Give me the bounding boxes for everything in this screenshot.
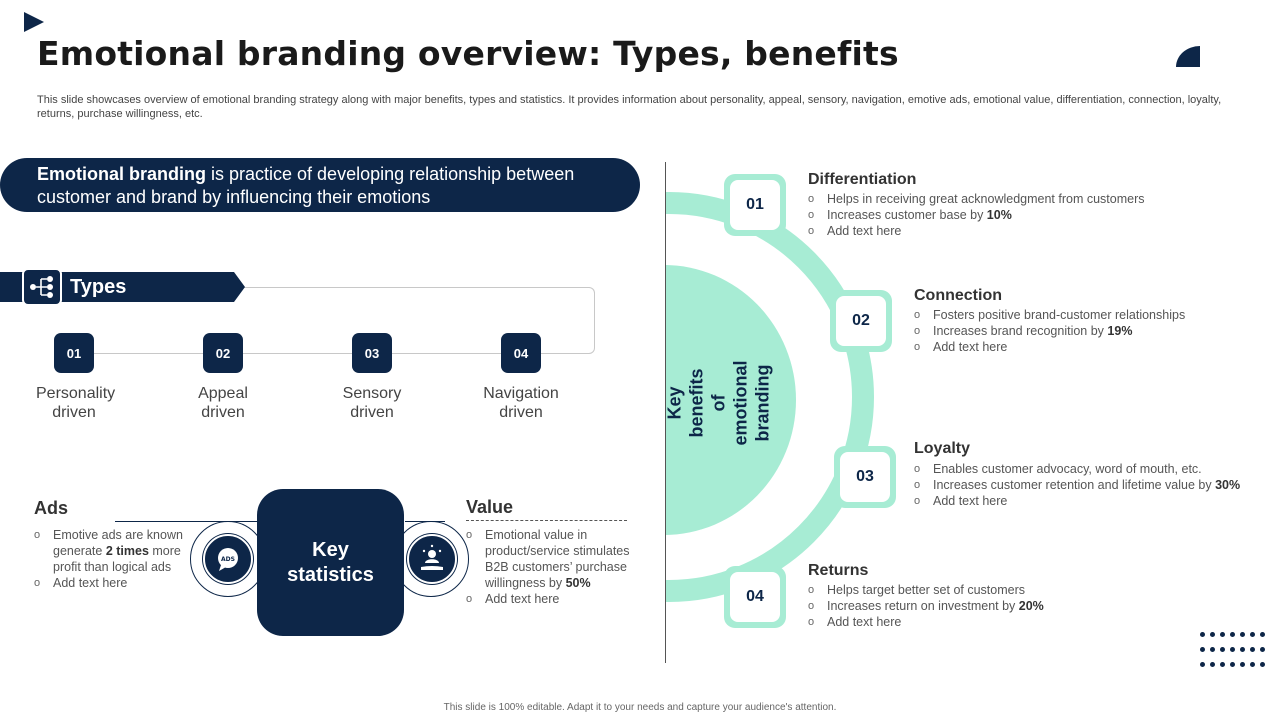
type-number-badge: 04	[501, 333, 541, 373]
ads-icon-text: ADS	[221, 556, 235, 563]
type-number-badge: 01	[54, 333, 94, 373]
benefits-vertical-title: Key benefits of emotional branding	[664, 359, 773, 446]
types-heading: Types	[70, 276, 127, 298]
benefit-bullet: Enables customer advocacy, word of mouth…	[914, 461, 1264, 477]
benefit-bullet-list: Helps target better set of customers Inc…	[808, 582, 1188, 630]
types-frame	[230, 287, 595, 354]
benefit-bullet: Add text here	[914, 493, 1264, 509]
key-statistics-label: Key statistics	[287, 538, 374, 586]
benefit-number: 03	[840, 452, 890, 502]
value-bullet-list: Emotional value in product/service stimu…	[466, 527, 644, 607]
benefit-bullet-list: Fosters positive brand-customer relation…	[914, 307, 1254, 355]
footer-note: This slide is 100% editable. Adapt it to…	[443, 702, 837, 713]
section-divider	[665, 162, 666, 663]
definition-banner: Emotional branding is practice of develo…	[0, 158, 640, 212]
benefit-badge: 01	[724, 174, 786, 236]
type-label: Navigation driven	[483, 385, 559, 421]
benefit-title: Returns	[808, 562, 869, 579]
type-number-badge: 02	[203, 333, 243, 373]
ads-speech-icon: ADS	[203, 534, 253, 584]
ads-title: Ads	[34, 498, 69, 518]
value-bullet: Add text here	[466, 591, 644, 607]
benefit-bullet: Helps target better set of customers	[808, 582, 1188, 598]
type-label: Sensory driven	[342, 385, 402, 421]
value-title: Value	[466, 497, 514, 517]
benefit-bullet: Add text here	[808, 223, 1228, 239]
benefit-bullet: Increases customer base by 10%	[808, 207, 1228, 223]
benefit-title: Differentiation	[808, 171, 917, 188]
type-label: Personality driven	[36, 385, 116, 421]
benefits-vertical-title-wrap: Key benefits of emotional branding	[664, 300, 772, 505]
key-statistics-box: Key statistics	[257, 489, 404, 636]
quarter-circle-decoration	[1176, 46, 1200, 67]
benefit-title: Loyalty	[914, 440, 971, 457]
benefit-bullet: Helps in receiving great acknowledgment …	[808, 191, 1228, 207]
ads-bullet-list: Emotive ads are known generate 2 times m…	[34, 527, 192, 591]
benefit-badge: 02	[830, 290, 892, 352]
value-dashed-divider	[466, 520, 627, 521]
type-number-badge: 03	[352, 333, 392, 373]
benefit-badge: 04	[724, 566, 786, 628]
play-triangle-icon	[24, 12, 44, 32]
ads-bullet: Emotive ads are known generate 2 times m…	[34, 527, 192, 575]
benefit-number: 02	[836, 296, 886, 346]
ads-connector-line	[115, 521, 265, 522]
definition-term: Emotional branding	[37, 164, 206, 184]
benefit-bullet-list: Enables customer advocacy, word of mouth…	[914, 461, 1264, 509]
benefit-bullet: Fosters positive brand-customer relation…	[914, 307, 1254, 323]
benefit-bullet: Increases customer retention and lifetim…	[914, 477, 1264, 493]
page-subtitle: This slide showcases overview of emotion…	[37, 94, 1222, 120]
page-title: Emotional branding overview: Types, bene…	[37, 34, 899, 73]
hierarchy-icon	[22, 268, 62, 306]
ads-bullet: Add text here	[34, 575, 192, 591]
benefit-number: 01	[730, 180, 780, 230]
benefit-bullet: Add text here	[808, 614, 1188, 630]
definition-text: is practice of developing relationship b…	[37, 164, 575, 207]
benefit-bullet: Add text here	[914, 339, 1254, 355]
dot-grid-decoration	[1200, 632, 1268, 676]
benefit-title: Connection	[914, 287, 1002, 304]
value-bullet: Emotional value in product/service stimu…	[466, 527, 644, 591]
benefit-bullet: Increases return on investment by 20%	[808, 598, 1188, 614]
benefit-badge: 03	[834, 446, 896, 508]
type-label: Appeal driven	[198, 385, 248, 421]
value-hand-icon	[407, 534, 457, 584]
benefit-bullet-list: Helps in receiving great acknowledgment …	[808, 191, 1228, 239]
benefit-number: 04	[730, 572, 780, 622]
benefit-bullet: Increases brand recognition by 19%	[914, 323, 1254, 339]
